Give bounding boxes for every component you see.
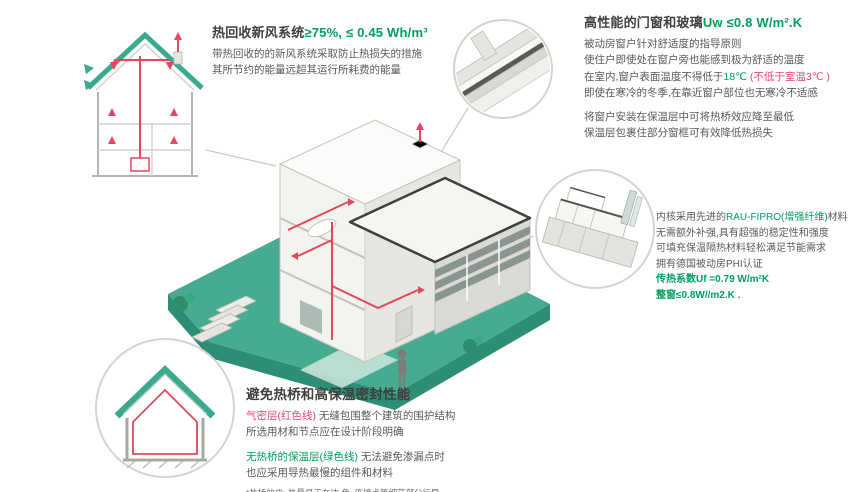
airtight-line: 气密层(红色线) 无缝包围整个建筑的围护结构 xyxy=(246,410,456,422)
cutaway-interior xyxy=(279,204,413,362)
ventilation-house-illustration xyxy=(84,31,204,177)
bathtub xyxy=(307,218,337,238)
glass-wing xyxy=(348,176,532,335)
red-duct-lines xyxy=(287,198,425,340)
front-door xyxy=(395,305,413,343)
profile-section xyxy=(541,186,643,268)
temp-note: (不低于室温3℃ ) xyxy=(746,70,830,83)
profile-body-line: 拥有德国被动房PHI认证 xyxy=(656,258,763,270)
window-profile-illustration xyxy=(535,169,655,289)
ventilation-title-metric: ≥75%, ≤ 0.45 Wh/m³ xyxy=(304,25,428,40)
profile-section-text: 内核采用先进的RAU-FIPRO(增强纤维)材料 无需额外补强,具有超强的稳定性… xyxy=(656,210,864,303)
main-house-illustration xyxy=(168,119,550,410)
profile-metric-uf: 传热系数Uf =0.79 W/m²K xyxy=(656,274,770,285)
thermal-title: 避免热桥和高保温密封性能 xyxy=(246,387,411,402)
ground-hatch xyxy=(126,460,200,469)
insulated-roof-line xyxy=(86,31,204,90)
windows-body-line: 使住户即使处在窗户旁也能感到极为舒适的温度 xyxy=(584,54,805,67)
window-corner-illustration xyxy=(452,19,554,119)
windows-body-line: 即使在寒冷的冬季,在靠近窗户部位也无寒冷不适感 xyxy=(584,86,818,99)
thermal-section: 避免热桥和高保温密封性能 气密层(红色线) 无缝包围整个建筑的围护结构 所选用材… xyxy=(246,383,556,492)
thermal-house-illustration xyxy=(95,338,235,478)
ventilation-section: 热回收新风系统≥75%, ≤ 0.45 Wh/m³ 带热回收的的新风系统采取防止… xyxy=(212,22,467,79)
insulation-layer-line xyxy=(114,365,216,419)
windows-section: 高性能的门窗和玻璃Uw ≤0.8 W/m².K 被动房窗户针对舒适度的指导原则 … xyxy=(584,12,862,142)
profile-material-line: 内核采用先进的RAU-FIPRO(增强纤维)材料 xyxy=(656,212,848,223)
thermal-body-line: 所选用材和节点应在设计阶段明确 xyxy=(246,426,404,439)
profile-body-line: 可填充保温隔热材料轻松满足节能需求 xyxy=(656,243,826,254)
windows-body-line: 被动房窗户针对舒适度的指导原则 xyxy=(584,38,742,50)
windows-title: 高性能的门窗和玻璃Uw ≤0.8 W/m².K xyxy=(584,12,862,31)
bushes xyxy=(172,293,484,353)
thermal-footnote: *热桥效应: 热量易于在边,角, 连接点等细节部分行导 xyxy=(246,487,556,492)
windows-temp-line: 在室内,窗户表面温度不得低于18℃ (不低于室温3℃ ) xyxy=(584,70,830,83)
airtight-label: 气密层(红色线) xyxy=(246,410,316,422)
profile-body-line: 无需额外补强,具有超强的稳定性和强度 xyxy=(656,227,829,239)
profile-metric-window: 整窗≤0.8W//m2.K . xyxy=(656,289,741,301)
roof-vent xyxy=(411,122,429,149)
windows-body-line: 保温层包裹住部分窗框可有效降低热损失 xyxy=(584,127,773,140)
insulation-line: 无热桥的保温层(绿色线) 无法避免渗漏点时 xyxy=(246,450,445,463)
windows-title-metric: Uw ≤0.8 W/m².K xyxy=(702,15,803,30)
windows-title-text: 高性能的门窗和玻璃 xyxy=(584,15,703,30)
material-name: RAU-FIPRO(增强纤维) xyxy=(726,212,828,223)
windows-body-line: 将窗户安装在保温层中可将热桥效应降至最低 xyxy=(584,111,794,124)
walls xyxy=(123,418,207,462)
stairs xyxy=(191,295,257,343)
heat-recovery-ducts xyxy=(108,56,178,172)
ventilation-body-line: 其所节约的能量远超其运行所耗费的能量 xyxy=(212,64,401,77)
fresh-air-arrows xyxy=(84,64,94,90)
chimney-vent xyxy=(173,32,183,65)
walls xyxy=(92,92,198,177)
corner-section xyxy=(452,24,554,118)
airtight-layer-line xyxy=(132,388,198,455)
thermal-body-line: 也应采用导热最慢的组件和材料 xyxy=(246,466,393,479)
heat-exchanger-unit xyxy=(130,157,150,172)
ventilation-title: 热回收新风系统≥75%, ≤ 0.45 Wh/m³ xyxy=(212,22,467,41)
floors xyxy=(98,123,192,176)
ventilation-body-line: 带热回收的的新风系统采取防止热损失的措施 xyxy=(212,48,422,60)
flat-roof xyxy=(348,176,532,264)
insulation-label: 无热桥的保温层(绿色线) xyxy=(246,450,358,463)
ventilation-title-text: 热回收新风系统 xyxy=(212,25,305,40)
person-figure xyxy=(397,349,407,386)
temp-value: 18℃ xyxy=(723,70,747,83)
interior-window xyxy=(300,300,322,334)
